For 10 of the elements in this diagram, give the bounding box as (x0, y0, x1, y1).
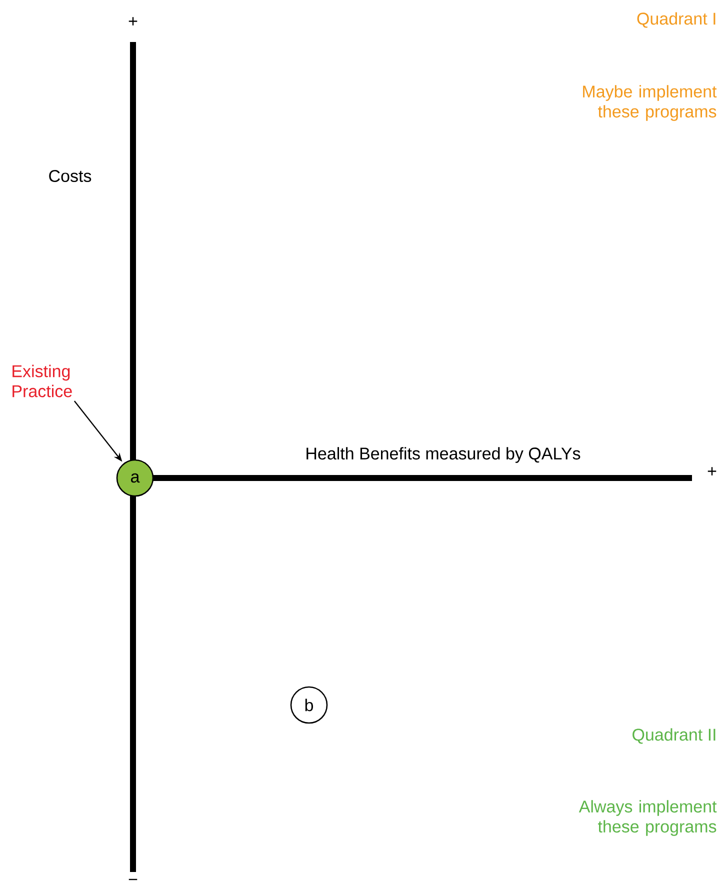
axis-sign: + (128, 17, 138, 26)
callout-text: Existing Practice (12, 364, 72, 398)
quadrant-note: Always implement these programs (578, 800, 717, 836)
quadrant-note: Maybe implement these programs (583, 85, 717, 121)
axis-label: Health Benefits measured by QALYs (306, 447, 580, 463)
quadrant-label: Quadrant II (632, 728, 716, 744)
quadrant-label: Quadrant I (637, 12, 716, 28)
axis-sign: − (128, 878, 138, 880)
axis-label: Costs (49, 170, 92, 182)
axis-sign: + (708, 467, 716, 476)
